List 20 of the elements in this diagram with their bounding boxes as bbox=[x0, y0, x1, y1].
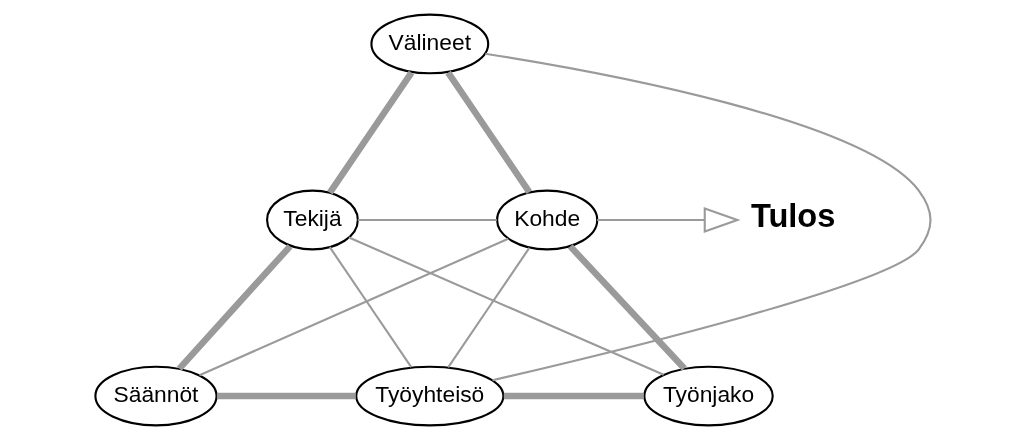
node-ellipse: Työnjako bbox=[643, 365, 774, 427]
node-ellipse: Työyhteisö bbox=[355, 365, 505, 427]
connector bbox=[348, 236, 665, 376]
node-text: Tulos bbox=[750, 196, 836, 234]
node-ellipse: Tekijä bbox=[266, 189, 359, 251]
connector bbox=[503, 392, 644, 400]
connector bbox=[567, 244, 687, 371]
connector bbox=[485, 52, 932, 382]
connector bbox=[216, 392, 356, 400]
arrow bbox=[597, 207, 741, 233]
node-ellipse: Säännöt bbox=[94, 365, 218, 427]
connector bbox=[328, 246, 413, 368]
connector bbox=[199, 237, 509, 377]
node-ellipse: Kohde bbox=[496, 189, 599, 251]
connector bbox=[327, 70, 415, 195]
connector bbox=[445, 70, 533, 194]
connector bbox=[176, 244, 293, 371]
node-ellipse: Välineet bbox=[370, 13, 490, 75]
connector bbox=[447, 247, 531, 368]
connector bbox=[357, 218, 497, 222]
